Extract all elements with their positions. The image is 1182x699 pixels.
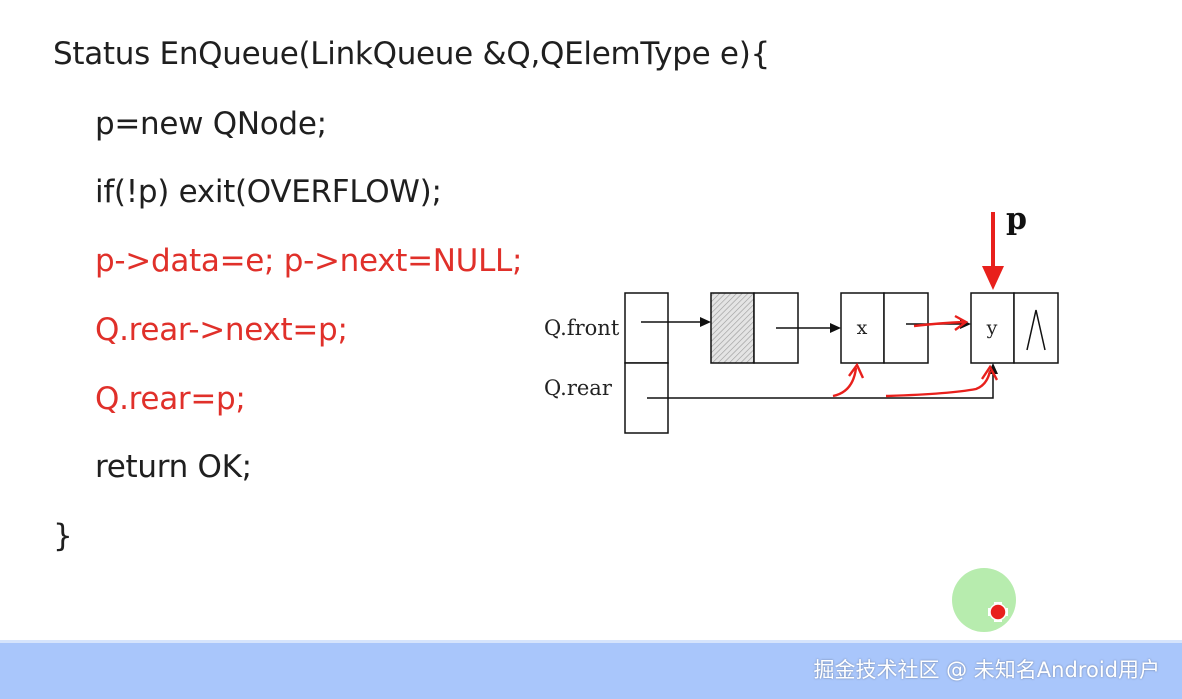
head-node-data-cell: [710, 292, 755, 364]
code-line-new-node: p=new QNode;: [95, 106, 327, 142]
label-q-front: Q.front: [544, 316, 620, 340]
node-x-value: x: [857, 317, 868, 339]
red-rear-old-arrowhead: [848, 362, 865, 379]
node-y-data-cell: [970, 292, 1015, 364]
node-x-next-cell: [883, 292, 929, 364]
cursor-highlight: [952, 568, 1016, 632]
red-pointer-p-arrow: [982, 212, 1004, 290]
code-line-overflow-check: if(!p) exit(OVERFLOW);: [95, 174, 442, 210]
front-pointer-arrow: [641, 317, 711, 327]
node-y-next-cell: [1013, 292, 1059, 364]
label-q-rear: Q.rear: [544, 376, 613, 400]
code-line-signature: Status EnQueue(LinkQueue &Q,QElemType e)…: [53, 36, 770, 72]
red-rear-new-curve: [885, 370, 992, 398]
code-line-close-brace: }: [53, 518, 73, 554]
code-line-link-rear: Q.rear->next=p;: [95, 312, 348, 348]
red-link-arrowhead: [954, 314, 969, 331]
watermark-text: 掘金技术社区 @ 未知名Android用户: [813, 658, 1160, 682]
null-symbol: [1026, 309, 1046, 351]
node-y-value: y: [986, 317, 998, 339]
red-link-arrow: [913, 320, 965, 328]
code-line-update-rear: Q.rear=p;: [95, 381, 246, 417]
red-rear-old-curve: [832, 367, 858, 398]
footer-bar: 掘金技术社区 @ 未知名Android用户: [0, 640, 1182, 699]
code-line-set-data: p->data=e; p->next=NULL;: [95, 243, 523, 279]
pointer-p-label: p: [1006, 202, 1027, 237]
queue-header-front-cell: [624, 292, 669, 364]
head-next-arrow: [776, 323, 841, 333]
cursor-dot-icon: [988, 602, 1008, 622]
code-line-return: return OK;: [95, 449, 252, 485]
red-rear-new-arrowhead: [981, 364, 999, 381]
